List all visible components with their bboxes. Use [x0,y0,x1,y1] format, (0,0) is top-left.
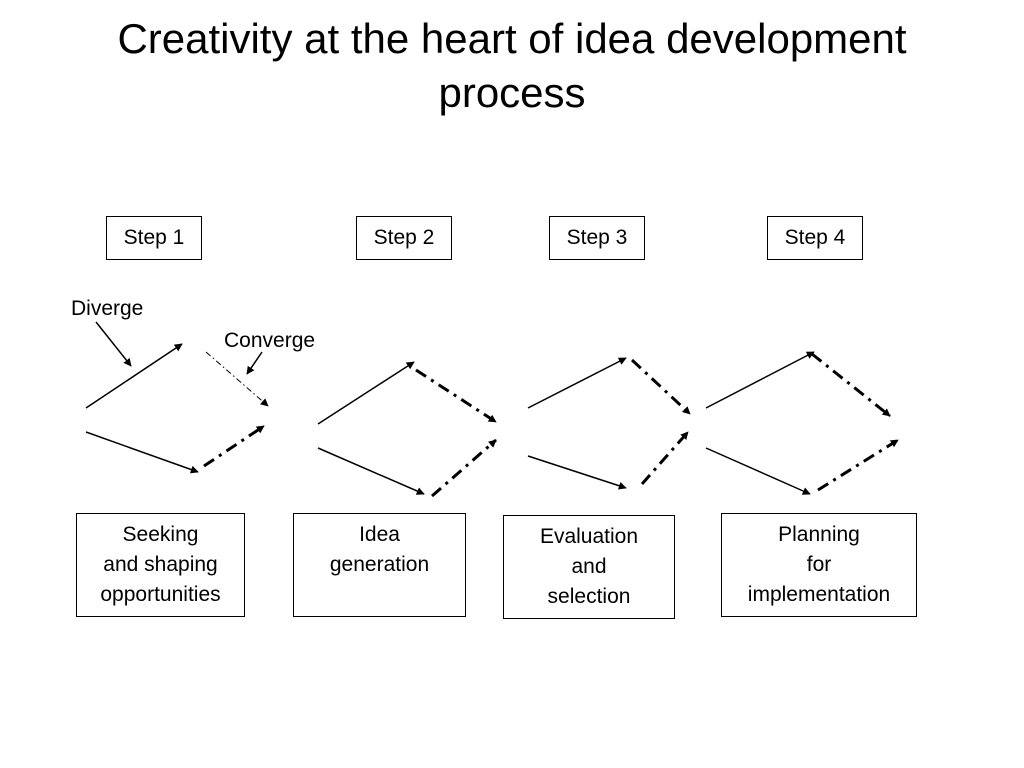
step-4-description-box: Planning for implementation [721,513,917,617]
step-2-description-line-2: generation [329,553,430,576]
step-2-converge-upper-arrow [415,368,497,424]
step-4-converge-lower-arrow [817,438,899,492]
step-3-converge-lower-arrow [640,431,690,485]
step-2-box: Step 2 [356,216,452,260]
step-3-diverge-upper-arrow [527,357,627,409]
step-2-converge-lower-arrow [431,438,497,498]
step-1-description-line-3: opportunities [100,583,221,606]
step-3-label: Step 3 [566,226,628,249]
step-2-diverge-lower-arrow [317,447,425,495]
step-3-converge-upper-arrow [630,358,692,416]
step-3-box: Step 3 [549,216,645,260]
converge-pointer-arrow [246,351,263,375]
step-4-converge-upper-arrow [811,352,891,418]
title-line-1: Creativity at the heart of idea developm… [117,15,907,62]
diverge-pointer-arrow [95,321,132,367]
step-3-description-line-3: selection [547,585,631,608]
step-3-description-line-1: Evaluation [539,525,639,548]
step-1-converge-lower-arrow [203,424,265,468]
step-4-diverge-lower-arrow [705,447,811,495]
diverge-label: Diverge [71,297,144,320]
step-2-label: Step 2 [373,226,435,249]
converge-label: Converge [224,329,316,352]
step-4-description-line-1: Planning [778,523,860,546]
step-4-description-line-3: implementation [747,583,891,606]
step-1-converge-upper-arrow [205,351,269,407]
step-1-diverge-upper-arrow [85,343,183,409]
step-1-label: Step 1 [123,226,185,249]
page-title: Creativity at the heart of idea developm… [0,12,1024,120]
step-1-diverge-lower-arrow [85,431,199,474]
title-line-2: process [438,69,586,116]
step-3-diverge-lower-arrow [527,455,627,490]
step-4-diverge-upper-arrow [705,351,815,409]
step-4-label: Step 4 [784,226,846,249]
step-1-box: Step 1 [106,216,202,260]
step-4-box: Step 4 [767,216,863,260]
step-3-description-line-2: and [571,555,607,578]
step-2-description-line-1: Idea [359,523,400,546]
step-4-description-line-2: for [806,553,832,576]
step-1-description-line-1: Seeking [122,523,199,546]
step-1-description-line-2: and shaping [103,553,218,576]
step-2-description-box: Idea generation [293,513,466,617]
step-2-diverge-upper-arrow [317,361,415,425]
step-3-description-box: Evaluation and selection [503,515,675,619]
step-1-description-box: Seeking and shaping opportunities [76,513,245,617]
